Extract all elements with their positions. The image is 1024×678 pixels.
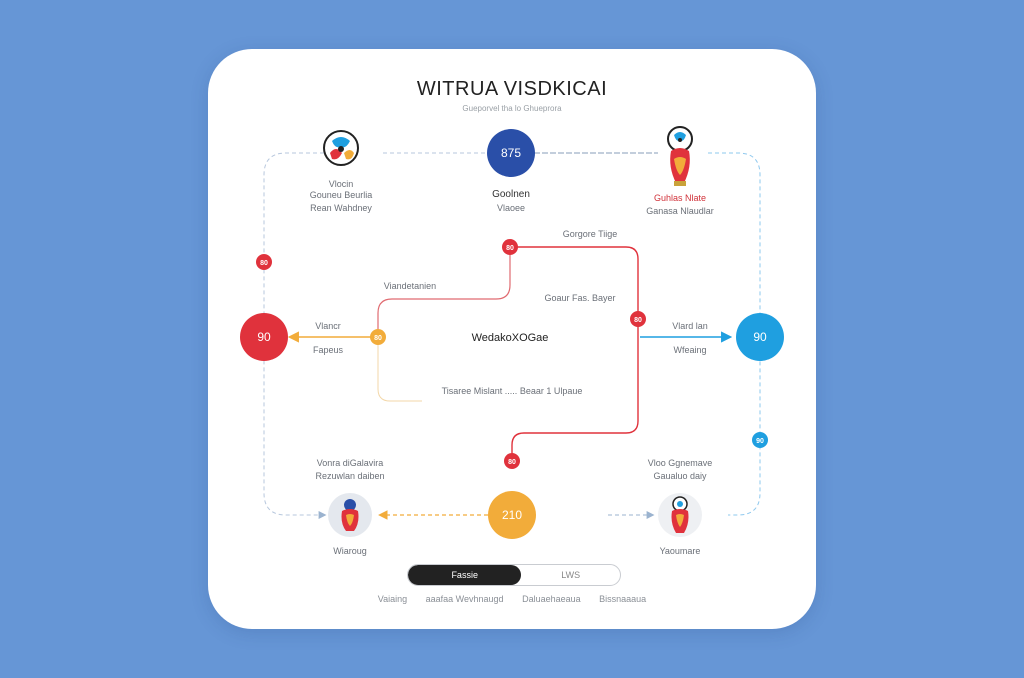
node-top-center-label-2: Vlaoee (497, 203, 525, 213)
bottom-right-label-1: Vloo Ggnemave (648, 458, 713, 468)
bottom-right-label-3: Yaoumare (660, 546, 701, 556)
footer-legend: Vaiaing aaafaa Wevhnaugd Daluaehaeaua Bi… (208, 594, 816, 604)
badge-red-top (502, 239, 518, 255)
diagram-card: WITRUA VISDKICAI Gueporvel tha lo Ghuepr… (208, 49, 816, 629)
path-label-top-left: Viandetanien (384, 281, 436, 291)
path-label-mid-right: Goaur Fas. Bayer (544, 293, 615, 303)
toggle-option-inactive[interactable]: LWS (561, 570, 581, 580)
badge-red-bottom (504, 453, 520, 469)
bottom-left-label-3: Wiaroug (333, 546, 367, 556)
bottom-right-label-2: Gaualuo daiy (653, 471, 707, 481)
view-toggle[interactable]: Fassie LWS (407, 564, 621, 586)
red-path-left (377, 247, 511, 337)
footer-item-4: Bissnaaaua (599, 594, 647, 604)
bottom-left-label-2: Rezuwlan daiben (315, 471, 384, 481)
bottom-left-label-1: Vonra diGalavira (317, 458, 384, 468)
footer-item-2: aaafaa Wevhnaugd (425, 594, 504, 604)
node-right[interactable] (736, 313, 784, 361)
top-right-label-1: Guhlas Nlate (654, 193, 706, 203)
badge-red-bottom-text: 80 (508, 459, 516, 466)
badge-red-right-text: 80 (634, 317, 642, 324)
badge-red-top-text: 80 (506, 245, 514, 252)
side-label-left-2: Fapeus (313, 345, 344, 355)
node-top-center-value: 875 (501, 146, 521, 160)
top-left-label-1: Vlocin (329, 179, 354, 189)
flow-diagram: WITRUA VISDKICAI Gueporvel tha lo Ghuepr… (240, 78, 784, 556)
orange-path-left (377, 337, 422, 402)
node-left-value: 90 (257, 330, 271, 344)
diagram-title: WITRUA VISDKICAI (417, 78, 607, 100)
top-left-label-2: Gouneu Beurlia (310, 190, 373, 200)
trophy-emblem-top-right (667, 126, 693, 186)
side-label-right-2: Wfeaing (673, 345, 706, 355)
path-label-bottom-mid: Tisaree Mislant ..... Beaar 1 Ulpaue (442, 386, 583, 396)
badge-left-top (256, 254, 272, 270)
toggle-option-active[interactable]: Fassie (408, 565, 522, 585)
badge-left-top-text: 80 (260, 260, 268, 267)
top-left-label-3: Rean Wahdney (310, 203, 372, 213)
node-top-center-label-1: Goolnen (492, 189, 530, 200)
diagram-subtitle: Gueporvel tha lo Ghueprora (462, 104, 562, 113)
path-label-top-right: Gorgore Tiige (563, 229, 618, 239)
badge-red-right (630, 311, 646, 327)
trophy-emblem-bottom-right (658, 493, 702, 537)
node-top-center[interactable] (487, 129, 535, 177)
badge-cyan-right (752, 432, 768, 448)
badge-orange-mid-text: 80 (374, 335, 382, 342)
node-left[interactable] (240, 313, 288, 361)
side-label-right-1: Vlard lan (672, 321, 708, 331)
node-bottom-center[interactable] (488, 491, 536, 539)
center-label: WedakoXOGae (472, 332, 549, 344)
footer-item-3: Daluaehaeaua (522, 594, 581, 604)
side-label-left-1: Vlancr (315, 321, 341, 331)
trophy-emblem-bottom-left (328, 493, 372, 537)
node-bottom-center-value: 210 (502, 508, 522, 522)
badge-orange-mid (370, 329, 386, 345)
red-path-right (510, 246, 639, 461)
node-right-value: 90 (753, 330, 767, 344)
top-right-label-2: Ganasa Nlaudlar (646, 206, 714, 216)
badge-cyan-right-text: 90 (756, 438, 764, 445)
footer-item-1: Vaiaing (377, 594, 408, 604)
ball-emblem-top-left (323, 130, 359, 166)
